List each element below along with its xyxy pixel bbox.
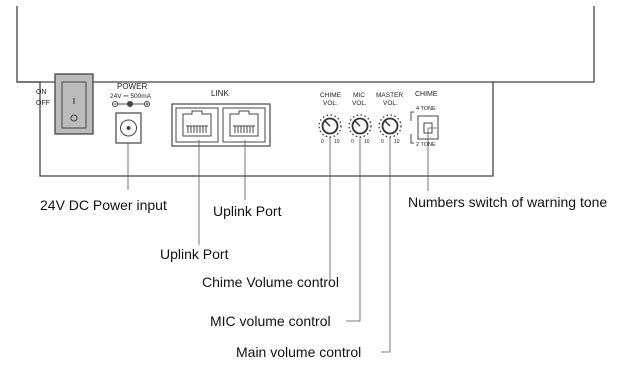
callout-main-volume: Main volume control [236, 344, 362, 360]
mic-volume-knob [348, 114, 372, 138]
mic-knob-max: 10 [364, 139, 370, 145]
master-volume-knob [378, 114, 402, 138]
leader-main-volume [381, 137, 391, 353]
rj45-port-left [175, 107, 219, 143]
chime-vol-label-2: VOL. [323, 100, 338, 107]
link-port-housing [171, 103, 271, 147]
mic-vol-label-2: VOL. [352, 100, 367, 107]
leader-mic-volume [346, 137, 361, 322]
power-spec: 24V ⎓ 500mA [110, 93, 152, 100]
master-knob-max: 10 [394, 139, 400, 145]
power-switch [54, 73, 94, 135]
callout-uplink-port-right: Uplink Port [213, 203, 282, 219]
callout-uplink-port-left: Uplink Port [160, 246, 229, 262]
tone-2-label: 2 TONE [416, 142, 436, 148]
polarity-symbol [111, 100, 151, 108]
chime-knob-max: 10 [334, 139, 340, 145]
chime-knob-min: 0 [321, 139, 324, 145]
leader-lines [127, 127, 437, 353]
mic-vol-label-1: MIC [353, 92, 365, 99]
callout-mic-volume: MIC volume control [210, 313, 331, 329]
master-vol-label-1: MASTER [376, 92, 403, 99]
link-label: LINK [211, 89, 229, 98]
switch-off-label: OFF [36, 100, 50, 107]
master-vol-label-2: VOL. [383, 100, 398, 107]
mic-knob-min: 0 [351, 139, 354, 145]
leader-warning-tone [427, 127, 437, 191]
switch-on-label: ON [36, 89, 47, 96]
tone-4-label: 4 TONE [416, 106, 436, 112]
rj45-port-right [222, 107, 266, 143]
dc-power-jack [115, 112, 142, 144]
device-body [16, 6, 595, 177]
chime-switch-label: CHIME [415, 91, 438, 98]
callout-chime-volume: Chime Volume control [202, 274, 339, 290]
power-label: POWER [117, 82, 147, 91]
master-knob-min: 0 [381, 139, 384, 145]
chime-vol-label-1: CHIME [320, 92, 342, 99]
tone-selector-switch [410, 111, 439, 144]
chime-volume-knob [318, 114, 342, 138]
callout-warning-tone: Numbers switch of warning tone [408, 194, 608, 210]
callout-power-input: 24V DC Power input [40, 197, 167, 213]
